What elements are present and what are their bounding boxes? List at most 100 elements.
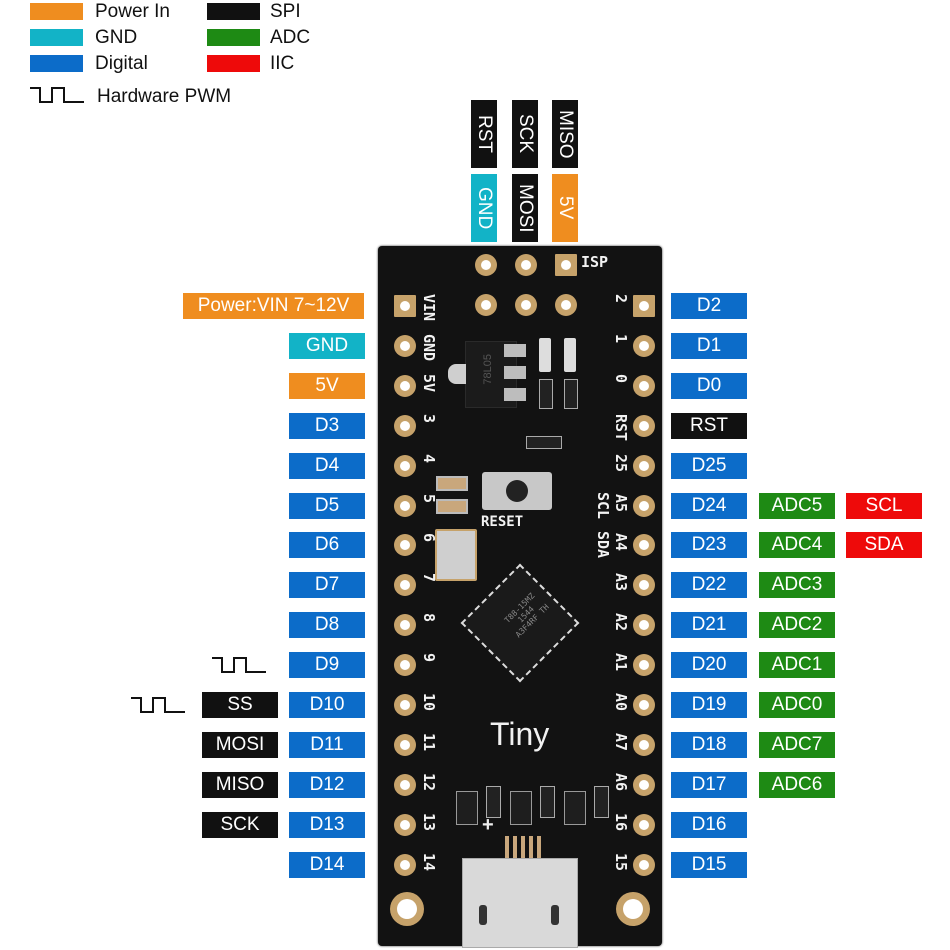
pin-label-d2: D2: [671, 293, 747, 319]
pin-pad: [394, 295, 416, 317]
pin-label-d3: D3: [289, 412, 365, 439]
pin-label-sck: SCK: [202, 811, 278, 838]
pin-pad: [633, 494, 655, 517]
pin-label-d5: D5: [289, 492, 365, 519]
isp-pad: [475, 294, 497, 316]
pin-label-d18: D18: [671, 731, 747, 758]
resistor: [539, 379, 553, 409]
pin-label-d11: D11: [289, 731, 365, 758]
isp-pad: [555, 294, 577, 316]
pin-pad: [394, 654, 416, 677]
pin-pad: [394, 813, 416, 836]
isp-label-rst: RST: [471, 100, 497, 168]
pin-silk-label: 10: [420, 693, 438, 712]
pin-pad: [633, 574, 655, 597]
pin-label-d17: D17: [671, 771, 747, 798]
resistor: [526, 436, 562, 449]
pin-label-d16: D16: [671, 811, 747, 838]
pin-silk-label: 9: [420, 653, 438, 663]
pin-silk-label: 2: [612, 294, 630, 304]
pin-label-d20: D20: [671, 652, 747, 679]
pin-label-mosi: MOSI: [202, 731, 278, 758]
legend-swatch-adc: [207, 29, 260, 46]
isp-label-mosi: MOSI: [512, 174, 538, 242]
pin-pad: [394, 414, 416, 437]
pin-label-scl: SCL: [846, 492, 922, 519]
isp-pad: [475, 254, 497, 276]
pin-silk-label: 14: [420, 852, 438, 871]
pin-silk-label: GND: [420, 333, 438, 361]
isp-pad: [555, 254, 577, 276]
square-wave-icon: [131, 697, 185, 713]
reset-button-cap[interactable]: [506, 480, 528, 502]
pin-silk-label: A3: [612, 573, 630, 592]
pin-label-d15: D15: [671, 851, 747, 878]
pin-silk-label: VIN: [420, 294, 438, 322]
pin-pad: [394, 494, 416, 517]
pin-label-d0: D0: [671, 372, 747, 399]
pin-silk-label: A6: [612, 772, 630, 791]
pin-silk-label: 16: [612, 812, 630, 831]
pin-silk-label: 3: [420, 413, 438, 423]
pin-pad: [394, 574, 416, 597]
pin-label-power-vin-7-12v: Power:VIN 7~12V: [183, 293, 364, 319]
legend-label-adc: ADC: [270, 27, 311, 48]
isp-label-miso: MISO: [552, 100, 578, 168]
pin-pad: [633, 334, 655, 357]
pin-label-d13: D13: [289, 811, 365, 838]
smd-pad: [504, 344, 526, 357]
pin-pad: [633, 414, 655, 437]
pin-pad: [394, 614, 416, 637]
pin-pad: [633, 654, 655, 677]
isp-label-5v: 5V: [552, 174, 578, 242]
pin-pad: [633, 534, 655, 557]
pin-pad: [633, 374, 655, 397]
isp-silk-label: ISP: [581, 253, 609, 271]
pin-label-adc2: ADC2: [759, 612, 835, 639]
pin-label-gnd: GND: [289, 332, 365, 359]
pin-pad: [394, 773, 416, 796]
pin-silk-label: 7: [420, 573, 438, 583]
pin-silk-label: A7: [612, 732, 630, 751]
square-wave-icon: [30, 87, 84, 103]
pin-label-adc3: ADC3: [759, 572, 835, 599]
pin-label-d6: D6: [289, 532, 365, 559]
pin-label-d14: D14: [289, 851, 365, 878]
legend-label-power: Power In: [95, 1, 170, 22]
pcb-board: ISP 78L05 RESET T88-15MZ 1544 A3F4RF TH …: [378, 246, 662, 948]
pin-pad: [633, 813, 655, 836]
pin-label-adc4: ADC4: [759, 532, 835, 559]
pin-label-adc1: ADC1: [759, 652, 835, 679]
diode: [456, 791, 478, 825]
resistor: [540, 786, 555, 818]
pin-pad: [633, 853, 655, 876]
isp-pad: [515, 294, 537, 316]
board-name: Tiny: [490, 716, 550, 752]
pin-pad: [633, 733, 655, 756]
pin-label-d21: D21: [671, 612, 747, 639]
pin-silk-label: 5V: [420, 373, 438, 392]
pin-pad: [633, 694, 655, 716]
reset-button[interactable]: [482, 472, 552, 510]
usb-slot: [551, 905, 559, 925]
isp-label-sck: SCK: [512, 100, 538, 168]
legend-swatch-digital: [30, 55, 83, 72]
pin-label-adc0: ADC0: [759, 692, 835, 718]
pin-label-adc7: ADC7: [759, 731, 835, 758]
plus-mark: +: [482, 814, 494, 836]
pin-pad: [394, 694, 416, 716]
led: [564, 338, 576, 372]
usb-slot: [479, 905, 487, 925]
pin-silk-label: A0: [612, 693, 630, 712]
pin-pad: [394, 853, 416, 876]
resistor: [486, 786, 501, 818]
pin-silk-alt-label: SCL: [594, 491, 612, 519]
pin-silk-label: 5: [420, 493, 438, 503]
pin-pad: [633, 295, 655, 317]
pin-silk-label: RST: [612, 413, 630, 441]
legend-label-spi: SPI: [270, 1, 301, 22]
micro-usb-port[interactable]: [462, 858, 578, 948]
regulator-marking: 78L05: [482, 354, 494, 385]
square-wave-icon: [212, 657, 266, 674]
smd-pad: [504, 366, 526, 379]
